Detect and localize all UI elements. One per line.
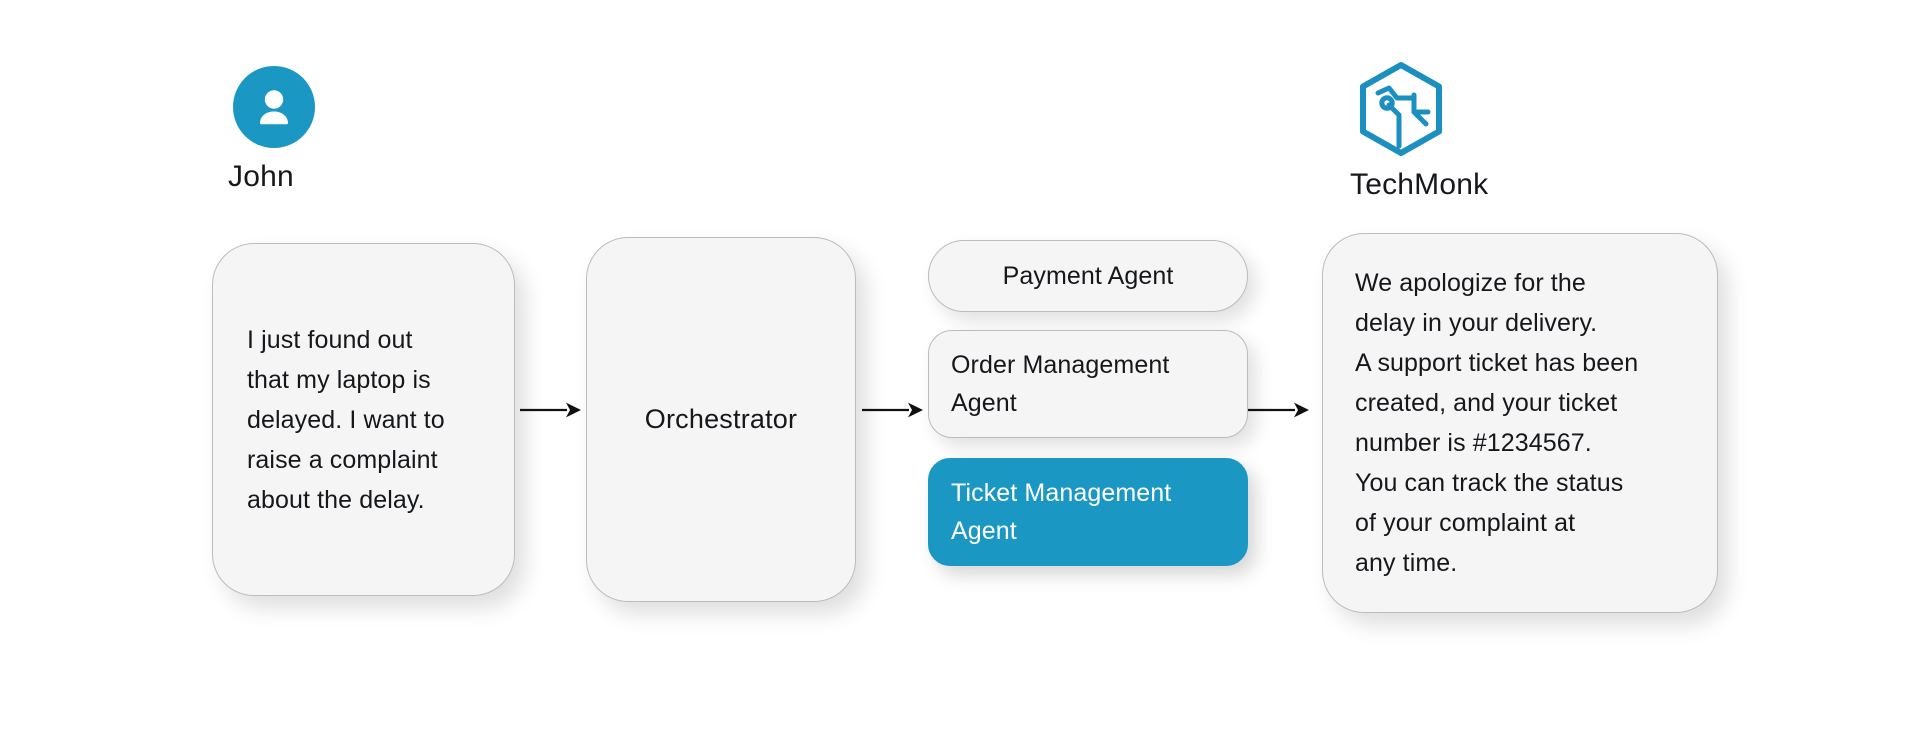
user-avatar-icon	[233, 66, 315, 148]
reply-line: You can track the status	[1355, 469, 1624, 497]
agent-label: Agent	[951, 389, 1017, 417]
orchestrator-node[interactable]: Orchestrator	[586, 237, 856, 602]
agent-label-group: Payment Agent	[1003, 262, 1174, 291]
brand-name-label: TechMonk	[1350, 168, 1489, 201]
user-message-line: raise a complaint	[247, 445, 438, 474]
techmonk-hexagon-circuit-logo	[1356, 60, 1446, 158]
agent-label: Agent	[951, 517, 1017, 545]
agent-label: Order Management	[951, 351, 1170, 379]
user-message-line: delayed. I want to	[247, 405, 445, 434]
user-message-text: I just found out that my laptop is delay…	[213, 320, 479, 520]
reply-line: any time.	[1355, 549, 1458, 577]
agent-label-group: Ticket Management Agent	[951, 474, 1171, 550]
reply-line: of your complaint at	[1355, 509, 1576, 537]
assistant-reply-text: We apologize for the delay in your deliv…	[1323, 263, 1670, 583]
reply-line: number is #1234567.	[1355, 429, 1592, 457]
reply-line: created, and your ticket	[1355, 389, 1618, 417]
agent-label: Ticket Management	[951, 479, 1172, 507]
arrow-user-to-orchestrator	[520, 400, 582, 420]
agent-label-group: Order Management Agent	[951, 346, 1169, 422]
assistant-reply-card: We apologize for the delay in your deliv…	[1322, 233, 1718, 613]
arrow-orchestrator-to-agents	[862, 400, 924, 420]
user-header: John	[208, 66, 518, 194]
reply-line: We apologize for the	[1355, 269, 1586, 297]
orchestrator-label: Orchestrator	[644, 404, 798, 434]
reply-line: delay in your delivery.	[1355, 309, 1598, 337]
user-message-line: that my laptop is	[247, 365, 431, 394]
reply-line: A support ticket has been	[1355, 349, 1639, 377]
user-message-line: I just found out	[247, 325, 413, 354]
user-message-card: I just found out that my laptop is delay…	[212, 243, 515, 596]
agent-item-ticket-management[interactable]: Ticket Management Agent	[928, 458, 1248, 566]
agent-label: Payment Agent	[1002, 261, 1174, 290]
arrow-agents-to-reply	[1248, 400, 1310, 420]
agent-item-order-management[interactable]: Order Management Agent	[928, 330, 1248, 438]
brand-header: TechMonk	[1350, 60, 1770, 202]
agent-list: Payment Agent Order Management Agent Tic…	[928, 240, 1248, 566]
user-name-label: John	[228, 160, 294, 193]
agent-item-payment[interactable]: Payment Agent	[928, 240, 1248, 312]
user-message-line: about the delay.	[247, 485, 425, 514]
